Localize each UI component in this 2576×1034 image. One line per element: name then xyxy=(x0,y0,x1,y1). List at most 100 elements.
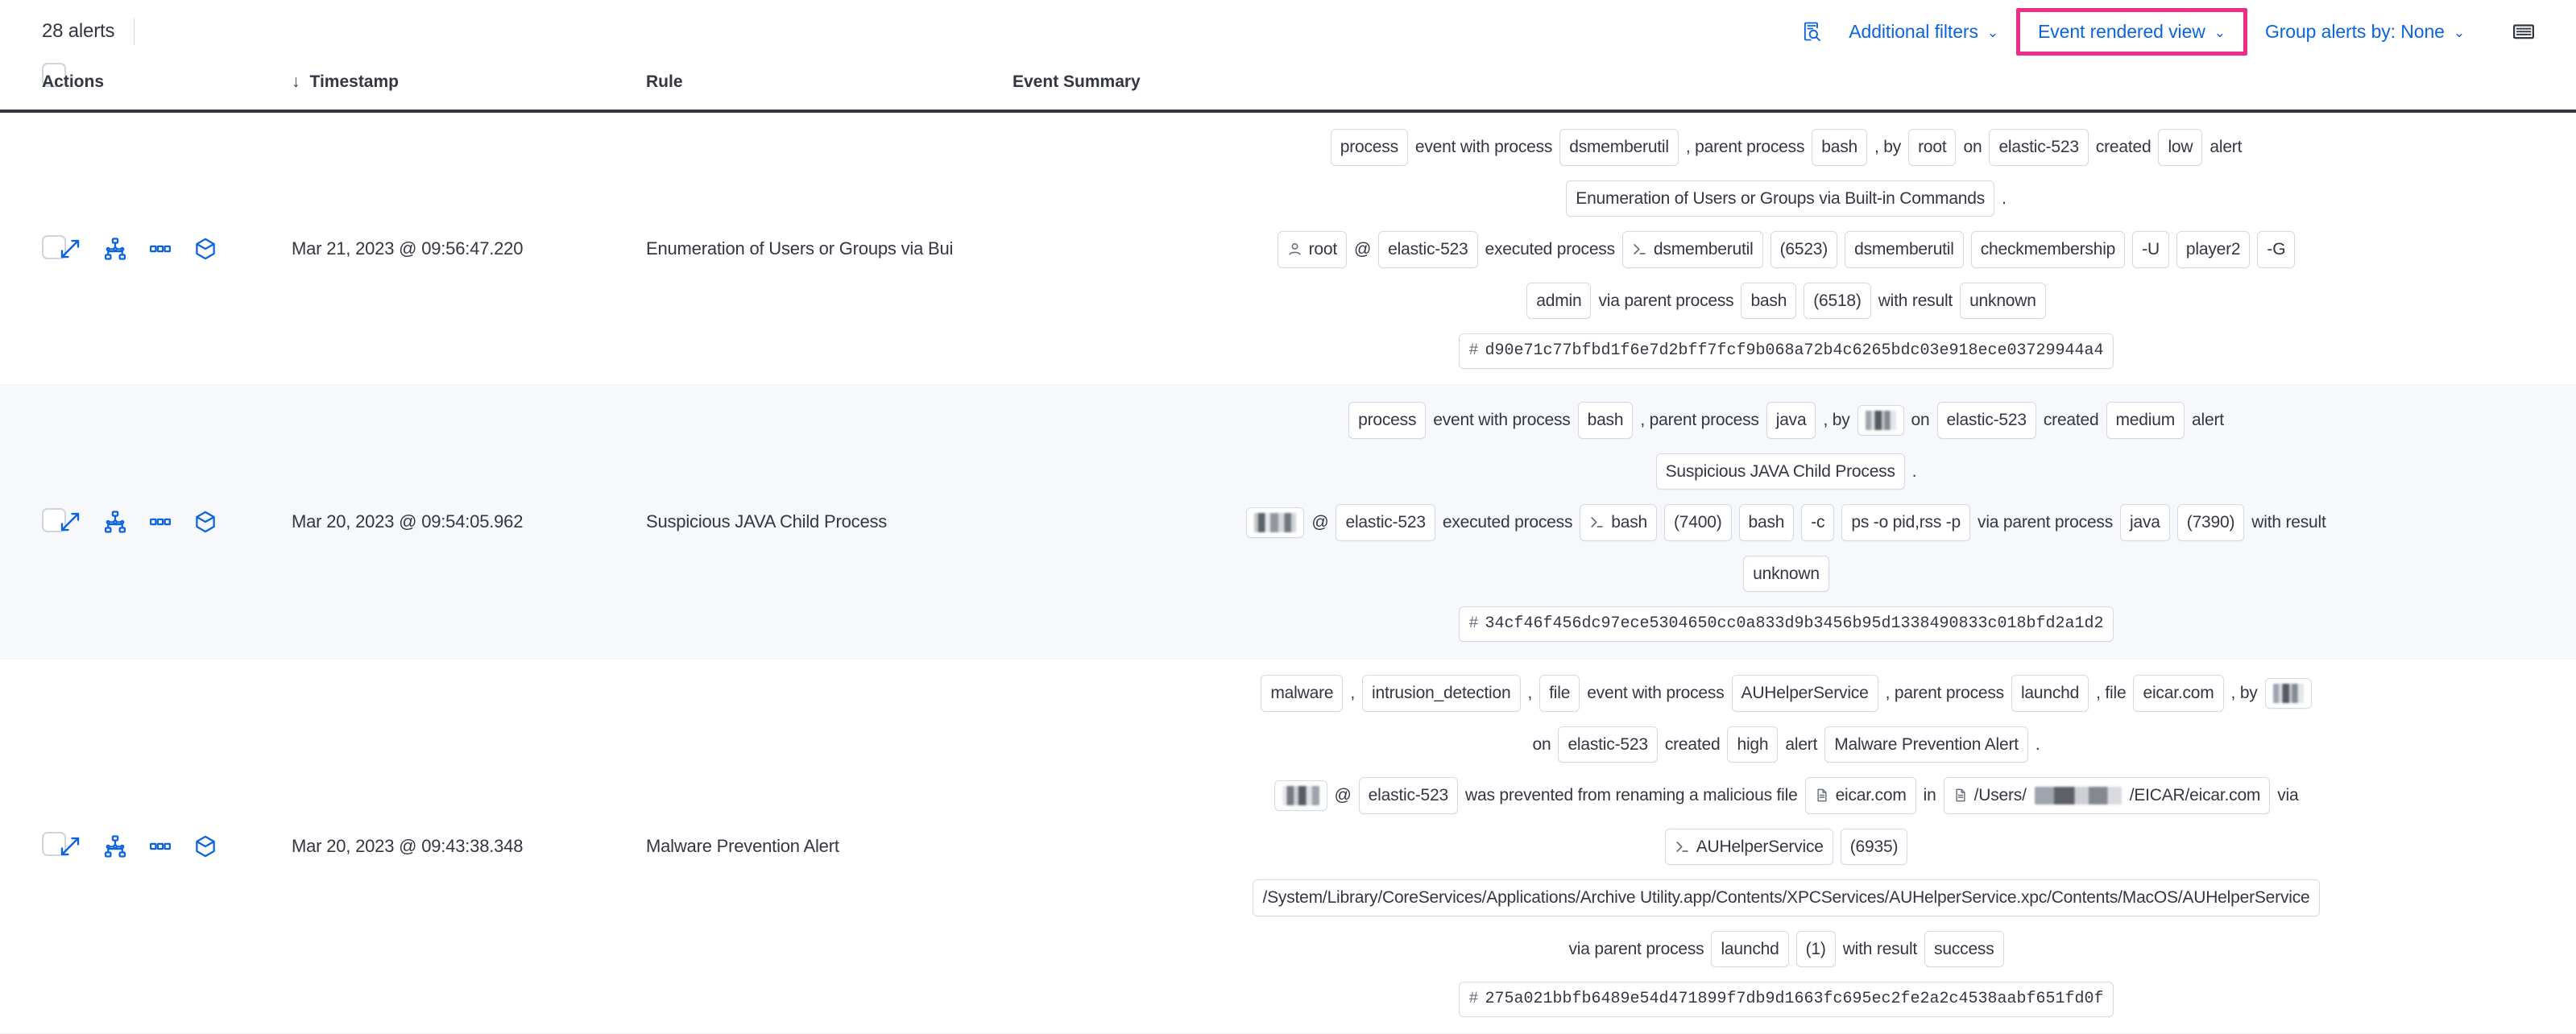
keyboard-shortcuts-button[interactable] xyxy=(2504,11,2544,52)
more-actions-icon[interactable] xyxy=(148,510,172,534)
summary-value-chip[interactable]: intrusion_detection xyxy=(1362,675,1521,712)
session-view-icon[interactable] xyxy=(193,237,217,261)
summary-value-chip[interactable]: unknown xyxy=(1960,282,2046,319)
summary-value-chip[interactable]: #275a021bbfb6489e54d471899f7db9d1663fc69… xyxy=(1459,982,2114,1017)
analyzer-icon[interactable] xyxy=(103,834,127,858)
summary-value-chip[interactable]: launchd xyxy=(2011,675,2089,712)
inspect-button[interactable] xyxy=(1789,12,1834,51)
summary-value-chip[interactable]: medium xyxy=(2106,402,2185,439)
summary-value-chip[interactable]: AUHelperService xyxy=(1731,675,1878,712)
summary-value-chip[interactable]: bash xyxy=(1580,504,1657,541)
rule-name[interactable]: Malware Prevention Alert xyxy=(646,835,839,856)
summary-value-chip[interactable]: -c xyxy=(1801,504,1835,541)
summary-value-chip[interactable]: admin xyxy=(1526,282,1592,319)
summary-value-chip[interactable]: success xyxy=(1924,930,2004,967)
summary-value-chip[interactable]: bash xyxy=(1577,402,1634,439)
alerts-table-head: Actions ↓Timestamp Rule Event Summary xyxy=(0,63,2576,111)
summary-value-chip[interactable]: (7400) xyxy=(1664,504,1732,541)
summary-value-chip[interactable]: AUHelperService xyxy=(1664,828,1833,865)
summary-value-chip[interactable]: launchd xyxy=(1711,930,1789,967)
summary-value-chip[interactable]: #34cf46f456dc97ece5304650cc0a833d9b3456b… xyxy=(1459,606,2114,642)
summary-value-chip[interactable]: file xyxy=(1539,675,1580,712)
summary-value-chip[interactable]: -G xyxy=(2257,231,2296,268)
summary-value-chip[interactable]: elastic-523 xyxy=(1936,402,2036,439)
summary-value-chip[interactable]: eicar.com xyxy=(1804,777,1916,814)
summary-value-chip[interactable]: unknown xyxy=(1743,555,1829,592)
redacted-value-chip[interactable] xyxy=(2264,677,2312,709)
summary-value-chip[interactable]: ps -o pid,rss -p xyxy=(1841,504,1971,541)
group-alerts-by-button[interactable]: Group alerts by: None ⌄ xyxy=(2251,13,2479,51)
summary-value-chip[interactable]: malware xyxy=(1261,675,1344,712)
summary-value-chip[interactable]: elastic-523 xyxy=(1378,231,1478,268)
analyzer-icon[interactable] xyxy=(103,237,127,261)
row-select-cell xyxy=(0,386,66,659)
rule-name[interactable]: Enumeration of Users or Groups via Bui xyxy=(646,238,954,258)
chip-label: admin xyxy=(1536,291,1582,310)
summary-value-chip[interactable]: dsmemberutil xyxy=(1621,231,1763,268)
timestamp-header[interactable]: ↓Timestamp xyxy=(292,63,646,111)
summary-value-chip[interactable]: root xyxy=(1908,129,1957,166)
summary-value-chip[interactable]: player2 xyxy=(2176,231,2251,268)
file-icon xyxy=(1815,788,1829,803)
summary-value-chip[interactable]: Enumeration of Users or Groups via Built… xyxy=(1566,180,1995,217)
summary-value-chip[interactable]: (6523) xyxy=(1770,231,1838,268)
redacted-value-chip[interactable] xyxy=(1857,404,1904,436)
summary-value-chip[interactable]: eicar.com xyxy=(2133,675,2224,712)
summary-value-chip[interactable]: Suspicious JAVA Child Process xyxy=(1655,453,1905,490)
summary-value-chip[interactable]: java xyxy=(2120,504,2170,541)
summary-value-chip[interactable]: java xyxy=(1766,402,1816,439)
select-all-checkbox[interactable] xyxy=(42,63,66,87)
chip-label: ps -o pid,rss -p xyxy=(1851,513,1961,531)
summary-text: with result xyxy=(1878,291,1953,310)
summary-text: with result xyxy=(1842,939,1918,958)
inspect-search-icon xyxy=(1800,20,1823,43)
summary-value-chip[interactable]: elastic-523 xyxy=(1989,129,2089,166)
summary-value-chip[interactable]: checkmembership xyxy=(1970,231,2126,268)
keyboard-icon xyxy=(2512,19,2536,43)
session-view-icon[interactable] xyxy=(193,834,217,858)
expand-icon[interactable] xyxy=(58,510,82,534)
summary-value-chip[interactable]: root xyxy=(1277,231,1348,268)
summary-value-chip[interactable]: dsmemberutil xyxy=(1559,129,1679,166)
more-actions-icon[interactable] xyxy=(148,237,172,261)
redacted-value-chip[interactable] xyxy=(1274,780,1327,811)
rule-header[interactable]: Rule xyxy=(646,72,683,91)
analyzer-icon[interactable] xyxy=(103,510,127,534)
chip-label: dsmemberutil xyxy=(1569,138,1669,156)
summary-value-chip[interactable]: /System/Library/CoreServices/Application… xyxy=(1253,879,2320,916)
summary-value-chip[interactable]: process xyxy=(1330,129,1408,166)
summary-value-chip[interactable]: elastic-523 xyxy=(1558,726,1658,763)
summary-value-chip[interactable]: elastic-523 xyxy=(1336,504,1435,541)
summary-value-chip[interactable]: low xyxy=(2158,129,2203,166)
event-rendered-view-button[interactable]: Event rendered view ⌄ xyxy=(2023,13,2240,51)
row-select-checkbox[interactable] xyxy=(42,507,66,532)
summary-value-chip[interactable]: bash xyxy=(1812,129,1868,166)
summary-value-chip[interactable]: Malware Prevention Alert xyxy=(1824,726,2028,763)
file-path-chip[interactable]: /Users//EICAR/eicar.com xyxy=(1943,777,2271,814)
summary-value-chip[interactable]: #d90e71c77bfbd1f6e7d2bff7fcf9b068a72b4c6… xyxy=(1459,333,2114,369)
session-view-icon[interactable] xyxy=(193,510,217,534)
summary-value-chip[interactable]: dsmemberutil xyxy=(1845,231,1964,268)
summary-value-chip[interactable]: elastic-523 xyxy=(1358,777,1458,814)
more-actions-icon[interactable] xyxy=(148,834,172,858)
expand-icon[interactable] xyxy=(58,237,82,261)
summary-value-chip[interactable]: (7390) xyxy=(2176,504,2245,541)
summary-value-chip[interactable]: bash xyxy=(1738,504,1795,541)
summary-value-chip[interactable]: -U xyxy=(2132,231,2169,268)
rule-name[interactable]: Suspicious JAVA Child Process xyxy=(646,511,888,531)
summary-value-chip[interactable]: bash xyxy=(1741,282,1797,319)
summary-value-chip[interactable]: (1) xyxy=(1795,930,1836,967)
chip-label: bash xyxy=(1611,513,1647,531)
expand-icon[interactable] xyxy=(58,834,82,858)
summary-text: @ xyxy=(1311,513,1329,531)
summary-value-chip[interactable]: process xyxy=(1348,402,1427,439)
summary-value-chip[interactable]: high xyxy=(1727,726,1779,763)
additional-filters-button[interactable]: Additional filters ⌄ xyxy=(1834,13,2013,51)
summary-value-chip[interactable]: (6518) xyxy=(1804,282,1871,319)
summary-value-chip[interactable]: (6935) xyxy=(1840,828,1908,865)
row-select-cell xyxy=(0,111,66,386)
redacted-value-chip[interactable] xyxy=(1246,507,1305,538)
